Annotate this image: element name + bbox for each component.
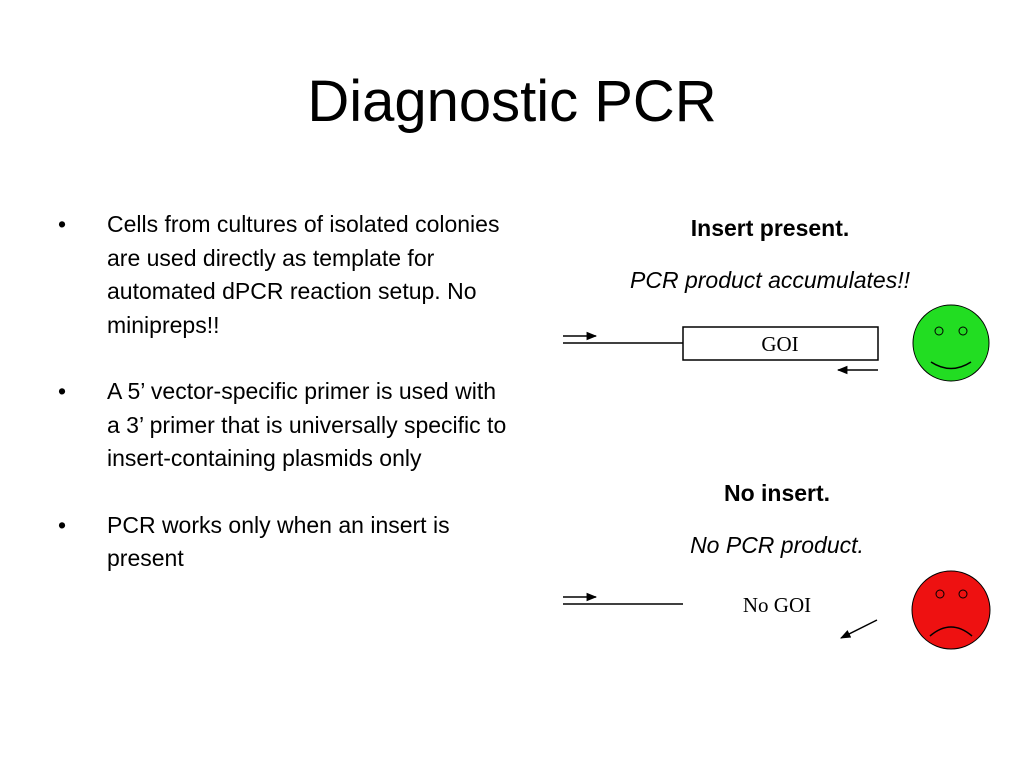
bullet-item: • PCR works only when an insert is prese… [58,509,508,576]
bullet-item: • A 5’ vector-specific primer is used wi… [58,375,508,476]
bullet-item: • Cells from cultures of isolated coloni… [58,208,508,342]
goi-label: GOI [761,332,798,356]
misdirected-primer-arrow [840,619,878,639]
bullet-marker: • [58,211,67,237]
goi-box [682,326,879,361]
no-insert-heading: No insert. [723,480,831,506]
no-insert-diagram: No GOI [563,570,991,650]
smiley-face-icon [912,304,990,382]
insert-present-heading: Insert present. [690,215,850,241]
no-insert-subheading: No PCR product. [690,532,864,558]
bullet-text: A 5’ vector-specific primer is used with… [107,378,507,471]
no-goi-label: No GOI [743,593,811,617]
insert-present-diagram: GOI [563,304,990,382]
bullet-marker: • [58,511,67,538]
bullet-text: Cells from cultures of isolated colonies… [107,211,500,338]
bullet-marker: • [58,378,67,404]
bullet-list: • Cells from cultures of isolated coloni… [58,208,508,609]
bullet-text: PCR works only when an insert is present [107,511,450,572]
frowning-face-icon [911,570,991,650]
insert-present-subheading: PCR product accumulates!! [630,267,910,293]
slide-title: Diagnostic PCR [307,69,717,134]
